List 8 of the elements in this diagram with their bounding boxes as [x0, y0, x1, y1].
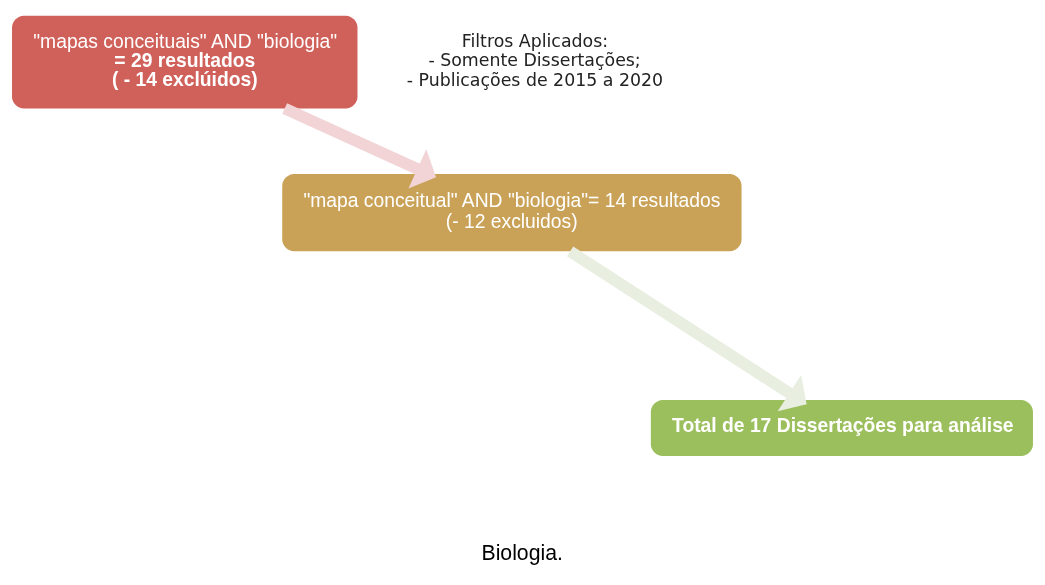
node-box: Total de 17 Dissertações para análise	[650, 399, 1033, 456]
arrow	[282, 102, 437, 188]
caption: Biologia.	[481, 540, 563, 564]
label: - Publicações de 2015 a 2020	[406, 69, 664, 90]
node-box: "mapa conceitual" AND "biologia"= 14 resultados (- 12 excluidos)	[282, 173, 742, 251]
arrow	[567, 246, 807, 411]
label: Filtros Aplicados:	[461, 30, 609, 51]
node-box: "mapas conceituais" AND "biologia" = 29 resultados ( - 14 exclúidos)	[12, 15, 358, 108]
